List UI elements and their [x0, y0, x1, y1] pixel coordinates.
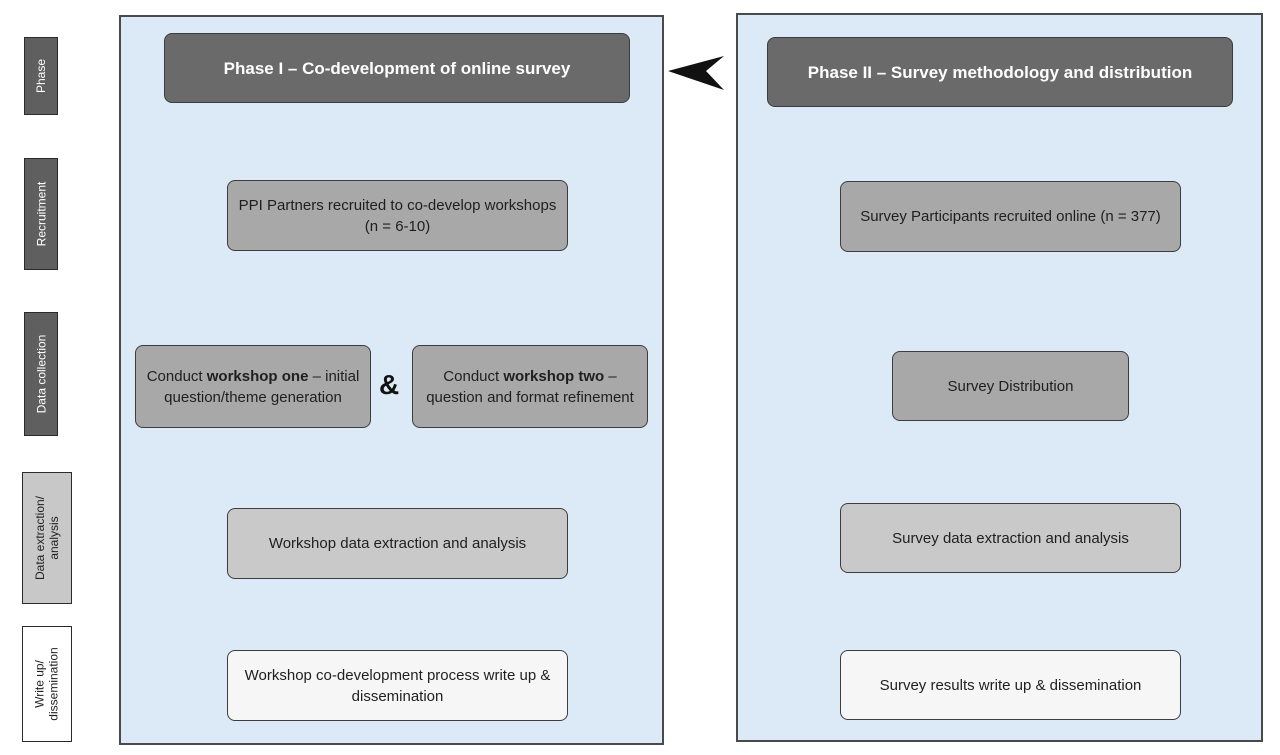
- workshop-one-text: Conduct workshop one – initial question/…: [146, 366, 360, 408]
- workshop-one-suffix: – initial question/theme generation: [164, 367, 360, 406]
- workshop-two-prefix: Conduct: [443, 367, 504, 385]
- phase1-recruitment-box: PPI Partners recruited to co-develop wor…: [227, 180, 568, 251]
- phase2-title-box: Phase II – Survey methodology and distri…: [767, 37, 1233, 107]
- phase2-write-up-text: Survey results write up & dissemination: [879, 676, 1142, 694]
- workshop-two-bold: workshop two: [503, 367, 605, 385]
- row-label-data-extraction-line2: analysis: [47, 516, 62, 560]
- workshop-two-text: Conduct workshop two – question and form…: [423, 366, 637, 408]
- phase2-distribution-box: Survey Distribution: [892, 351, 1129, 421]
- workshop-two-box: Conduct workshop two – question and form…: [412, 345, 648, 428]
- phase2-distribution-text: Survey Distribution: [947, 377, 1074, 395]
- phase1-title: Phase I – Co-development of online surve…: [223, 58, 571, 78]
- ampersand: &: [379, 369, 400, 400]
- row-label-recruitment-text: Recruitment: [34, 181, 48, 247]
- phase2-analysis-box: Survey data extraction and analysis: [840, 503, 1181, 573]
- workshop-one-bold: workshop one: [206, 367, 309, 385]
- row-label-write-up: Write up/ dissemination: [22, 626, 72, 742]
- phase1-title-box: Phase I – Co-development of online surve…: [164, 33, 630, 103]
- phase1-recruitment-text: PPI Partners recruited to co-develop wor…: [238, 196, 557, 235]
- phase2-analysis-text: Survey data extraction and analysis: [892, 529, 1129, 547]
- phase2-write-up-box: Survey results write up & dissemination: [840, 650, 1181, 720]
- row-label-write-up-line1: Write up/: [33, 660, 47, 708]
- row-label-phase-text: Phase: [34, 58, 48, 94]
- row-label-data-collection-text: Data collection: [34, 334, 48, 414]
- phase1-write-up-box: Workshop co-development process write up…: [227, 650, 568, 721]
- phase1-write-up-text: Workshop co-development process write up…: [244, 666, 551, 705]
- row-label-data-collection: Data collection: [24, 312, 58, 436]
- row-label-data-extraction-line1: Data extraction/: [33, 495, 48, 581]
- row-label-recruitment: Recruitment: [24, 158, 58, 270]
- phase1-analysis-text: Workshop data extraction and analysis: [268, 535, 527, 552]
- phase2-title: Phase II – Survey methodology and distri…: [807, 62, 1193, 82]
- row-label-phase: Phase: [24, 37, 58, 115]
- phase2-recruitment-text: Survey Participants recruited online (n …: [860, 208, 1161, 225]
- workshop-one-prefix: Conduct: [146, 367, 207, 385]
- phase1-analysis-box: Workshop data extraction and analysis: [227, 508, 568, 579]
- phase2-recruitment-box: Survey Participants recruited online (n …: [840, 181, 1181, 252]
- row-label-data-extraction-text: Data extraction/ analysis: [33, 496, 61, 580]
- phase-arrow-icon: [668, 56, 724, 90]
- workshop-one-box: Conduct workshop one – initial question/…: [135, 345, 371, 428]
- row-label-data-extraction: Data extraction/ analysis: [22, 472, 72, 604]
- row-label-write-up-line2: dissemination: [47, 647, 61, 721]
- row-label-write-up-text: Write up/ dissemination: [33, 647, 61, 720]
- workshop-two-suffix: – question and format refinement: [426, 367, 634, 406]
